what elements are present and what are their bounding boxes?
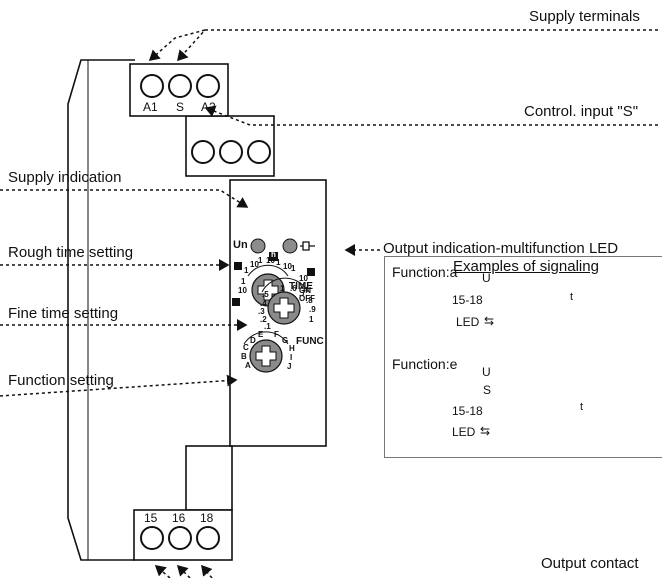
function-e-row-led: LED <box>452 425 476 439</box>
func-scale-mark: E <box>258 330 264 339</box>
terminal-label-16: 16 <box>172 511 186 525</box>
func-scale-mark: J <box>287 362 292 371</box>
function-e-row-u: U <box>482 365 491 379</box>
terminal-label-15: 15 <box>144 511 158 525</box>
label-function-setting: Function setting <box>8 372 114 389</box>
fine-scale-mark: .3 <box>258 307 265 316</box>
panel-label-time: TIME <box>289 281 313 292</box>
function-a-row-led: LED <box>456 315 480 329</box>
output-led <box>282 238 298 254</box>
fine-scale-mark: .1 <box>264 322 271 331</box>
leader-supply-terminals-b <box>148 29 206 61</box>
function-a-row-15-18: 15-18 <box>452 293 483 307</box>
fine-scale-mark: .5 <box>262 290 269 299</box>
rough-scale-mark: 1 <box>276 258 281 267</box>
rough-scale-mark: d <box>308 267 313 276</box>
panel-label-func: FUNC <box>296 336 324 347</box>
fine-scale-mark: .6 <box>290 284 297 293</box>
rough-scale-mark: m <box>235 261 243 270</box>
leader-supply-indication <box>0 189 249 208</box>
fine-scale-mark: .7 <box>299 289 306 298</box>
rough-scale-mark: 10 <box>238 286 247 295</box>
terminal-label-18: 18 <box>200 511 214 525</box>
rough-scale-mark: 1 <box>258 256 263 265</box>
supply-led <box>250 238 266 254</box>
function-a-t-label: t <box>570 291 574 303</box>
fine-scale-mark: .2 <box>260 315 267 324</box>
leader-output-contact-2 <box>176 564 191 578</box>
rough-scale-mark: 10 <box>283 262 292 271</box>
terminal-15-screw <box>140 526 164 550</box>
leader-control-input <box>204 105 658 126</box>
fine-scale-mark: 1 <box>309 315 314 324</box>
func-scale-mark: D <box>250 336 256 345</box>
label-output-indication: Output indication-multifunction LED <box>383 240 619 257</box>
fine-time-knob <box>267 291 301 325</box>
fine-scale-mark: .9 <box>309 305 316 314</box>
func-scale-mark: C <box>243 343 249 352</box>
leader-output-contact-3 <box>201 564 213 578</box>
label-fine-time: Fine time setting <box>8 305 119 322</box>
terminal-label-s: S <box>176 100 185 114</box>
fine-scale-mark: .8 <box>306 296 313 305</box>
signaling-examples-box <box>384 256 662 458</box>
terminal-a1-screw <box>140 74 164 98</box>
function-knob <box>249 339 283 373</box>
terminal-s-screw <box>168 74 192 98</box>
terminal-label-a1: A1 <box>143 100 158 114</box>
function-a-row-u: U <box>482 271 491 285</box>
func-scale-mark: B <box>241 352 247 361</box>
fine-scale-mark: .4 <box>260 299 267 308</box>
rough-scale-mark: 10 <box>299 274 308 283</box>
label-control-input: Control. input "S" <box>524 103 639 120</box>
rough-scale-mark: OFF <box>299 294 315 303</box>
func-scale-mark: A <box>245 361 251 370</box>
rough-scale-mark: ON <box>299 286 311 295</box>
rough-scale-mark: 10 <box>266 256 275 265</box>
device-housing <box>67 59 327 561</box>
function-e-label: Function:e <box>392 356 458 372</box>
label-output-contact: Output contact <box>541 555 639 572</box>
function-a-led-icon: ⇆ <box>484 314 495 328</box>
rough-scale-mark: 1 <box>241 277 246 286</box>
rough-scale-mark: S <box>234 297 240 306</box>
control-terminal-block <box>191 140 271 164</box>
label-supply-indication: Supply indication <box>8 169 122 186</box>
fine-scale-mark: 1 <box>280 284 285 293</box>
label-rough-time: Rough time setting <box>8 244 134 261</box>
terminal-16-screw <box>168 526 192 550</box>
relay-symbol-icon <box>300 241 315 251</box>
func-scale-mark: I <box>290 353 293 362</box>
label-supply-terminals: Supply terminals <box>529 8 640 25</box>
leader-supply-terminals-a <box>176 29 658 62</box>
func-scale-mark: G <box>282 336 289 345</box>
func-scale-mark: F <box>274 330 279 339</box>
terminal-a2-screw <box>196 74 220 98</box>
rough-scale-mark: 10 <box>250 260 259 269</box>
rough-scale-mark: 1 <box>291 264 296 273</box>
function-e-t-label: t <box>580 401 584 413</box>
signaling-title: Examples of signaling <box>453 258 599 275</box>
function-a-label: Function:a <box>392 264 458 280</box>
rough-scale-mark: 1 <box>244 266 249 275</box>
function-e-led-icon: ⇆ <box>480 424 491 438</box>
leader-output-contact-1 <box>154 565 171 578</box>
panel-label-un: Un <box>233 239 248 251</box>
bottom-terminal-block <box>133 509 233 561</box>
panel-led-badge: h <box>271 250 276 259</box>
terminal-18-screw <box>196 526 220 550</box>
function-e-row-15-18: 15-18 <box>452 404 483 418</box>
function-e-row-s: S <box>483 383 492 397</box>
func-scale-mark: H <box>289 344 295 353</box>
terminal-label-a2: A2 <box>201 100 216 114</box>
